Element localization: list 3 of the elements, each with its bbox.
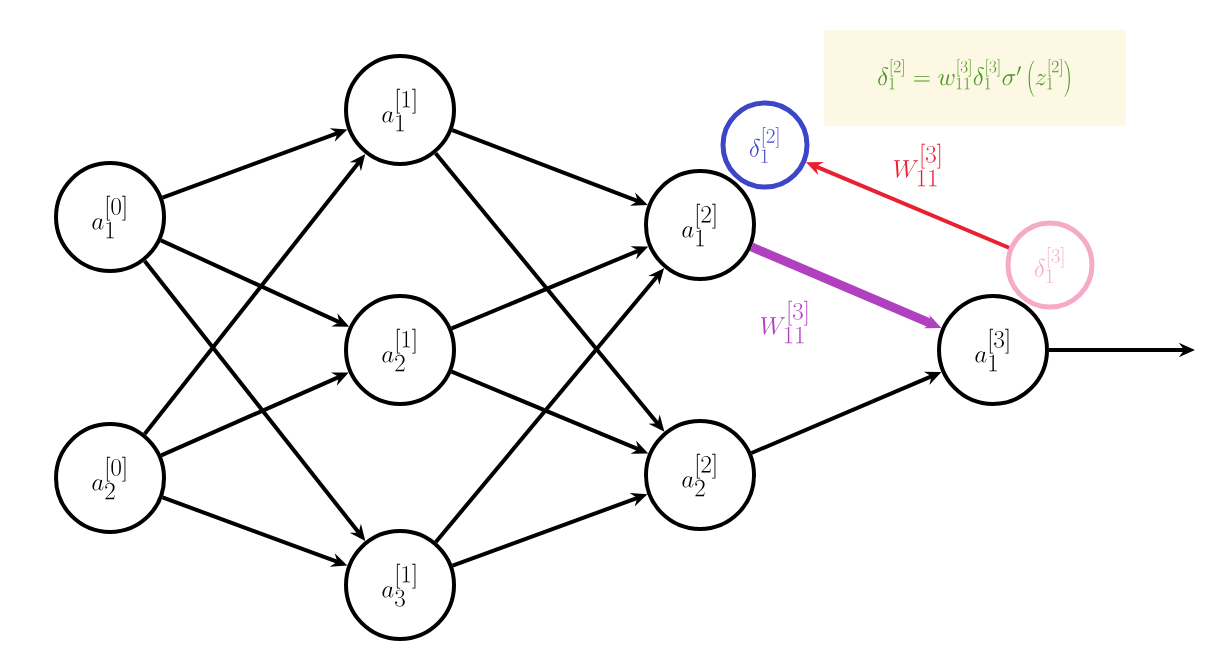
edge-label: $W_{11}^{[3]}$ bbox=[893, 143, 941, 187]
edge-label: $W_{11}^{[3]}$ bbox=[760, 300, 808, 344]
formula-box: $\delta_1^{[2]} = w_{11}^{[3]}\delta_1^{[3]}\sigma'\left(z_1^{[2]}\right)$ bbox=[824, 30, 1126, 126]
